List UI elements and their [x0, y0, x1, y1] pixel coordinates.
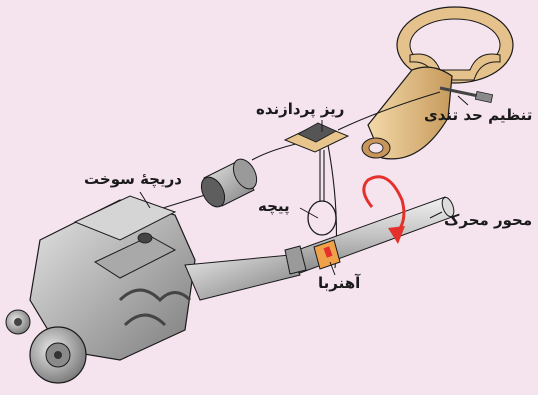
throttle-actuator-icon: [197, 155, 262, 211]
label-drive-shaft: محور محرک: [444, 213, 532, 228]
label-throttle: دریچۀ سوخت: [84, 172, 182, 187]
coil-loop-icon: [308, 201, 336, 235]
label-microprocessor: ریز پردازنده: [256, 102, 344, 117]
label-speed-setting: تنظیم حد تندی: [424, 108, 532, 123]
engine-icon: [6, 196, 300, 383]
label-coil: پیچه: [258, 199, 290, 214]
steering-wheel-icon: [362, 7, 513, 159]
microprocessor-chip-icon: [285, 123, 348, 152]
label-magnet: آهنربا: [318, 276, 360, 291]
